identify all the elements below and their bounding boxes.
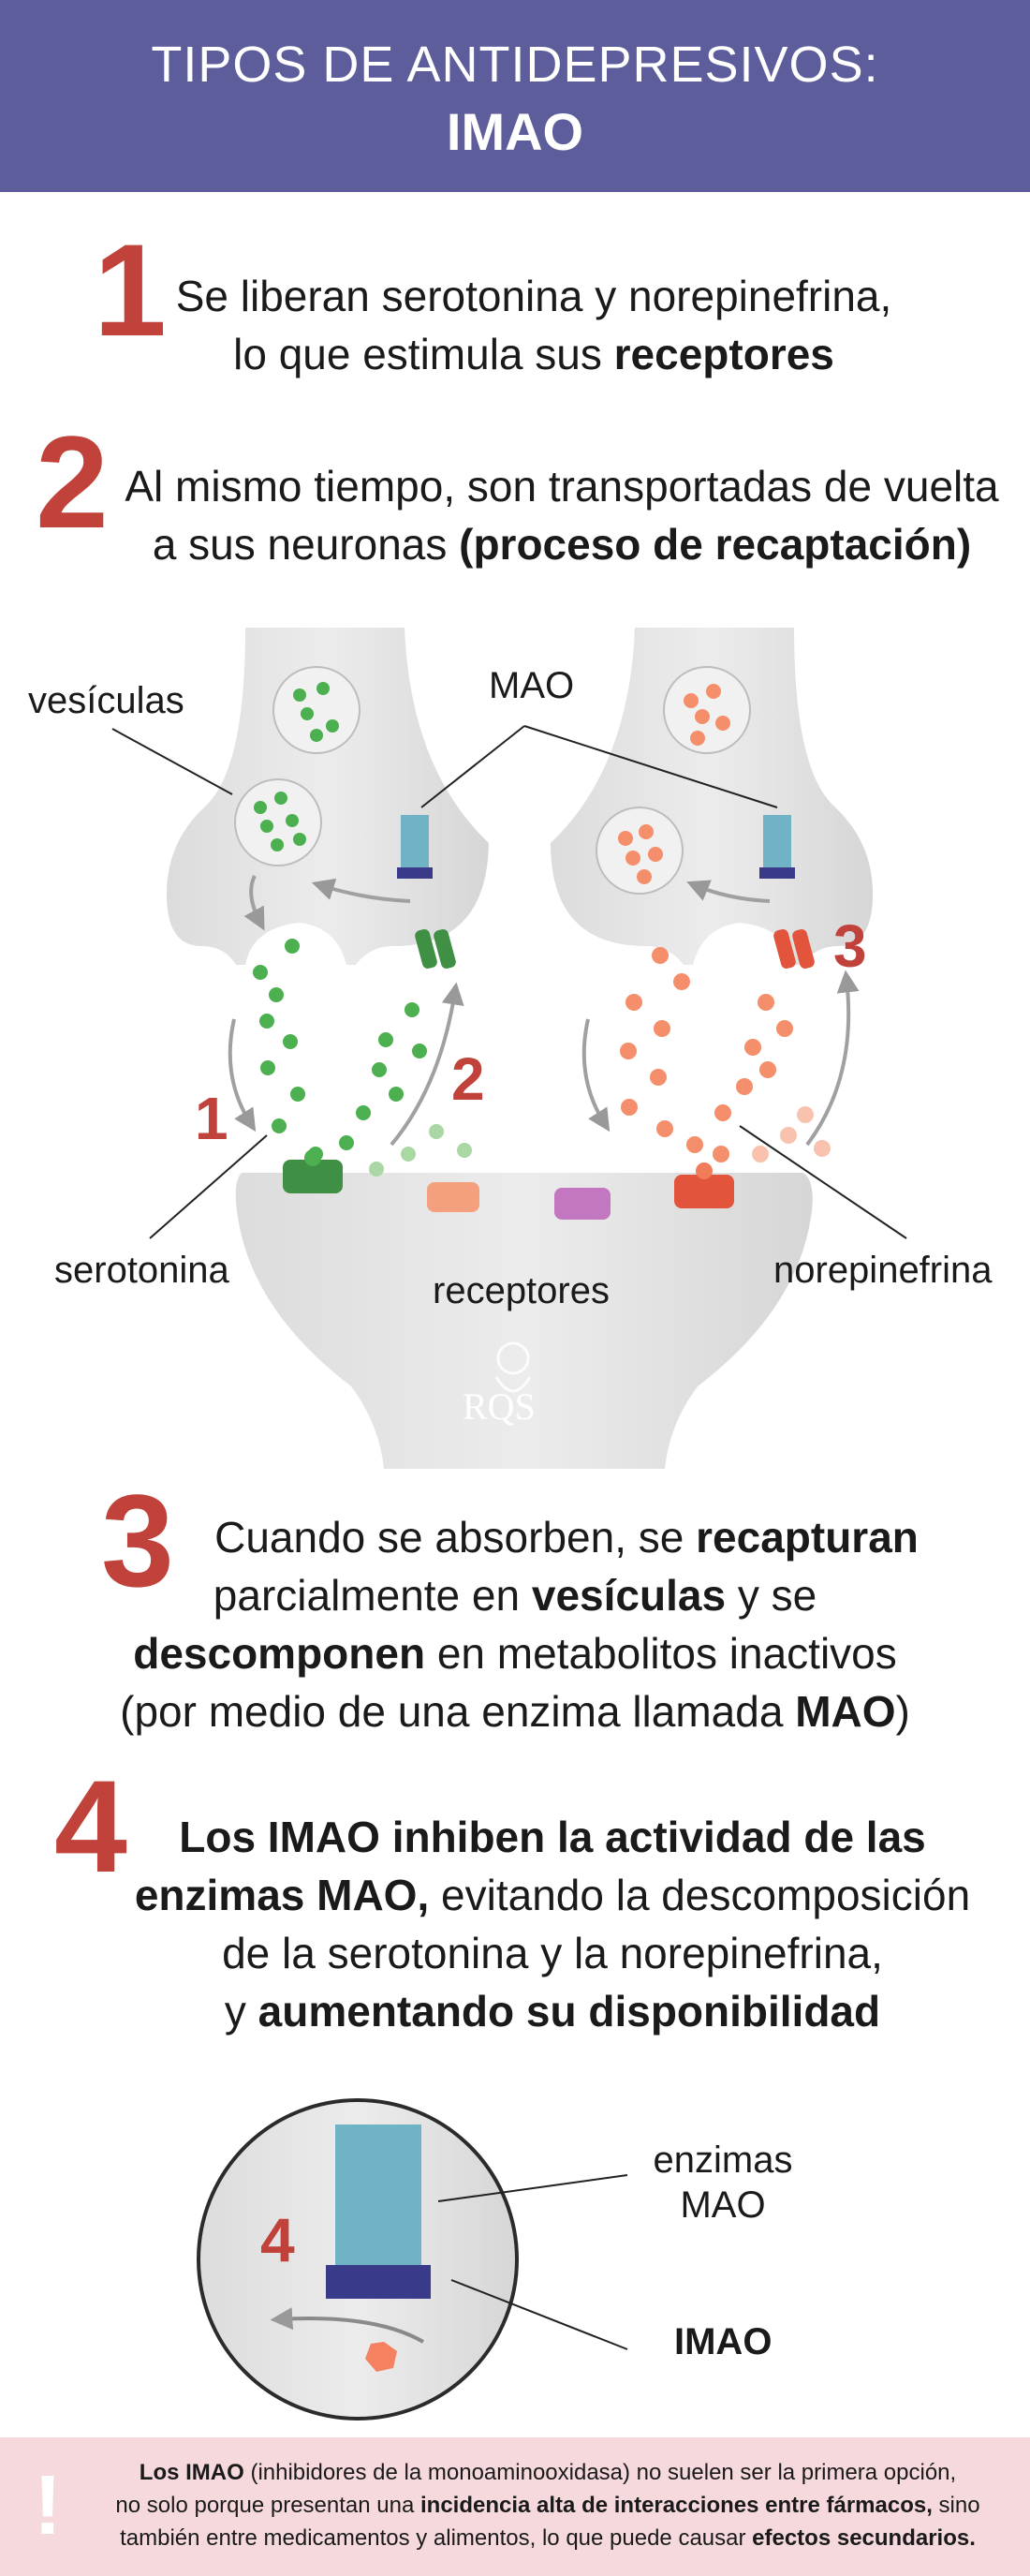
zoom-arrow [270,2307,424,2344]
receptor [427,1182,479,1212]
transporter-right [773,928,796,970]
warning-icon: ! [34,2459,62,2553]
transporter-left [434,928,456,970]
step-3-bold-1: recapturan [696,1513,919,1562]
serotonin-molecules [253,939,427,1162]
step-4-line-4: y [224,1987,258,2036]
step-3-line-3: en metabolitos inactivos [425,1629,897,1678]
marker-3: 3 [833,912,867,980]
transporter-right [792,928,815,970]
step-2-line-1: Al mismo tiempo, son transportadas de vu… [125,462,999,511]
zoom-marker-4: 4 [260,2205,295,2274]
zoom-imao-inhibitor [326,2265,431,2299]
step-3-text: Cuando se absorben, se recapturan parcia… [94,1508,936,1740]
step-3-line-4: (por medio de una enzima llamada [120,1687,796,1736]
step-4-text: Los IMAO inhiben la actividad de las enz… [131,1808,974,2040]
norepinephrine-molecules [620,947,793,1162]
vesicle [272,666,360,754]
step-2-number: 2 [36,408,109,555]
presynaptic-neuron-left [166,628,490,965]
step-2-line-2: a sus neuronas [152,520,460,569]
norepinephrine-receptor [674,1175,734,1208]
step-3-bold-2: vesículas [531,1571,727,1620]
rqs-logo-text: RQS [463,1385,536,1428]
note-bold-1: Los IMAO [139,2460,244,2485]
step-4-number: 4 [54,1753,127,1900]
header-title: TIPOS DE ANTIDEPRESIVOS: [151,37,879,93]
vesicle [663,666,751,754]
mao-enzyme-right [763,815,791,867]
warning-text: Los IMAO (inhibidores de la monoaminooxi… [84,2456,1011,2554]
header-banner: TIPOS DE ANTIDEPRESIVOS: IMAO [0,0,1030,192]
step-3-line-2: parcialmente en [213,1571,532,1620]
note-text-2: no solo porque presentan una [115,2493,420,2518]
step-2-bold: (proceso de recaptación) [459,520,972,569]
zoom-mao-enzyme [335,2124,421,2265]
note-text-1: (inhibidores de la monoaminooxidasa) no … [243,2460,957,2485]
step-3-line-4-end: ) [895,1687,910,1736]
label-enzimas-mao: enzimas MAO [629,2138,817,2228]
label-mao: MAO [489,665,575,706]
marker-2: 2 [451,1045,485,1113]
mao-enzyme-left [401,815,429,867]
step-3-bold-4: MAO [795,1687,896,1736]
step-3-bold-3: descomponen [133,1629,426,1678]
label-enzimas-line-2: MAO [680,2184,766,2226]
label-vesiculas: vesículas [28,680,184,721]
note-text-3: sino [932,2493,980,2518]
warning-note: ! Los IMAO (inhibidores de la monoaminoo… [0,2437,1030,2576]
label-enzimas-line-1: enzimas [653,2139,793,2181]
step-4-bold-3: aumentando su disponibilidad [258,1987,881,2036]
note-text-4: también entre medicamentos y alimentos, … [120,2525,753,2551]
mao-base-left [397,867,433,879]
marker-1: 1 [195,1085,228,1152]
postsynaptic-neuron [235,1173,813,1469]
step-3-line-1: Cuando se absorben, se [214,1513,697,1562]
label-receptores: receptores [433,1270,610,1311]
zoom-norepinephrine-molecule [365,2342,397,2372]
step-4-line-3: de la serotonina y la norepinefrina, [222,1929,883,1977]
step-4-bold-2: enzimas MAO, [134,1871,430,1919]
vesicle [596,807,684,895]
step-1-bold: receptores [613,330,834,378]
step-4-bold-1: Los IMAO inhiben la actividad de las [179,1813,926,1861]
rqs-logo [494,1341,532,1393]
receptor [554,1188,611,1220]
step-1-line-1: Se liberan serotonina y norepinefrina, [175,272,892,320]
label-imao: IMAO [674,2321,772,2362]
header-subtitle: IMAO [446,102,584,161]
serotonin-receptor [283,1160,343,1193]
label-norepinefrina: norepinefrina [773,1250,993,1291]
step-3-line-2-end: y se [726,1571,817,1620]
step-2-text: Al mismo tiempo, son transportadas de vu… [112,457,1011,573]
step-1-line-2: lo que estimula sus [233,330,614,378]
step-4-line-2: evitando la descomposición [429,1871,971,1919]
note-bold-3: efectos secundarios. [752,2525,976,2551]
mao-base-right [759,867,795,879]
note-bold-2: incidencia alta de interacciones entre f… [420,2493,933,2518]
step-3-number: 3 [101,1467,174,1614]
step-1-text: Se liberan serotonina y norepinefrina, l… [150,267,918,383]
step-1-number: 1 [94,216,167,363]
transporter-left [415,928,437,970]
label-serotonina: serotonina [54,1250,229,1291]
